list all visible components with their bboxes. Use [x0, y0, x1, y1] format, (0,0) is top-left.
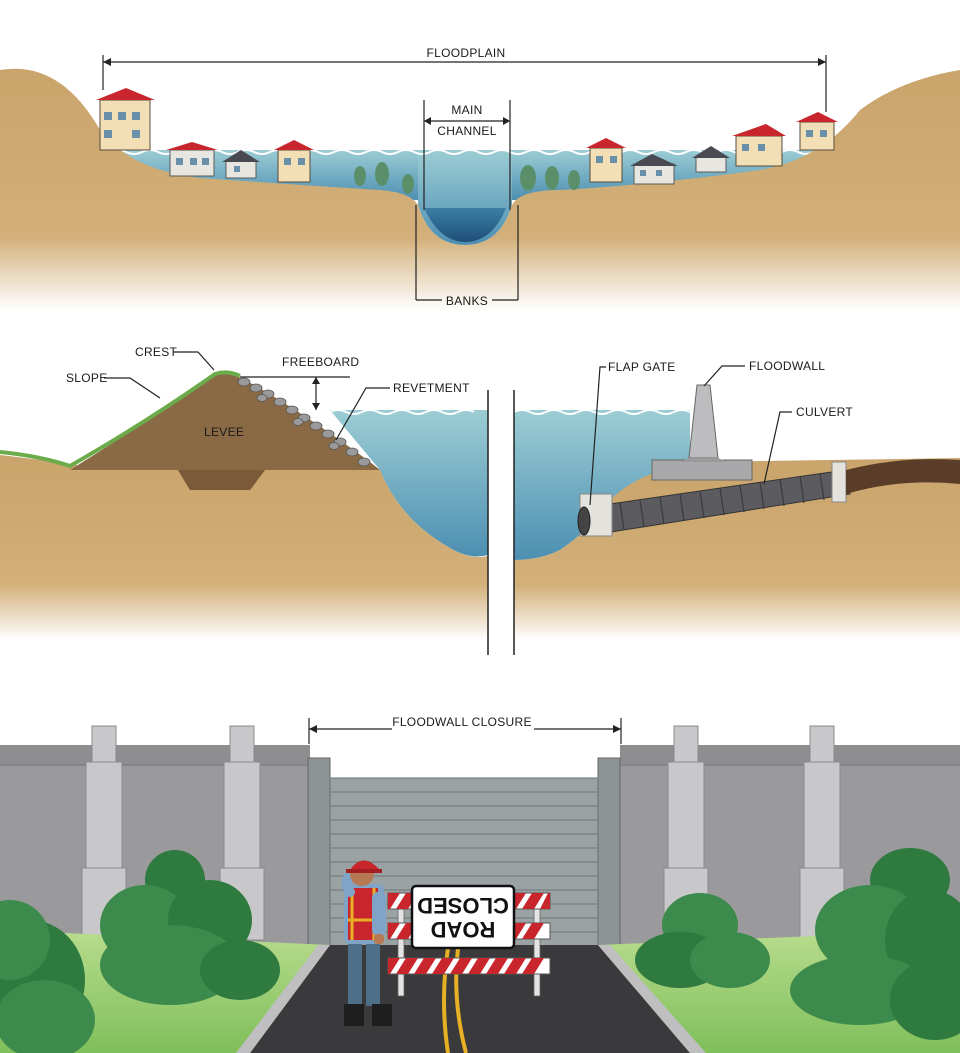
slope-label: SLOPE — [66, 371, 108, 385]
sign-line-road: ROAD — [431, 917, 496, 942]
house-large-left — [96, 88, 155, 150]
crest-label: CREST — [135, 345, 178, 359]
main-label: MAIN — [451, 103, 482, 117]
sign-line-closed: CLOSED — [417, 893, 509, 918]
floodwall-closure-dimension: FLOODWALL CLOSURE — [309, 714, 621, 744]
levee-label: LEVEE — [204, 425, 244, 439]
barricade-rail-bottom — [388, 958, 550, 974]
gate-post-left — [308, 758, 330, 950]
floodwall-closure-panel: ROAD CLOSED — [0, 714, 960, 1053]
house-left-2 — [166, 142, 218, 176]
channel-label: CHANNEL — [437, 124, 496, 138]
floodplain-panel: FLOODPLAIN MAIN CHANNEL BANKS — [0, 45, 960, 310]
banks-label: BANKS — [446, 294, 488, 308]
flap-gate-label: FLAP GATE — [608, 360, 676, 374]
floodwall-label: FLOODWALL — [749, 359, 825, 373]
house-left-4 — [274, 140, 314, 182]
house-right-4 — [732, 124, 786, 166]
levee-floodwall-panel: CREST SLOPE FREEBOARD REVETMENT LEVEE — [0, 345, 960, 655]
gate-post-right — [598, 758, 620, 950]
culvert-label: CULVERT — [796, 405, 853, 419]
floodplain-label: FLOODPLAIN — [426, 46, 505, 60]
levee-base-trench — [178, 470, 265, 490]
revetment-label: REVETMENT — [393, 381, 470, 395]
floodwall-closure-label: FLOODWALL CLOSURE — [392, 715, 532, 729]
wall-cap-left — [0, 745, 310, 765]
floodplain-dimension: FLOODPLAIN — [103, 45, 826, 112]
house-right-5 — [796, 112, 838, 150]
house-right-1 — [586, 138, 626, 182]
freeboard-label: FREEBOARD — [282, 355, 359, 369]
